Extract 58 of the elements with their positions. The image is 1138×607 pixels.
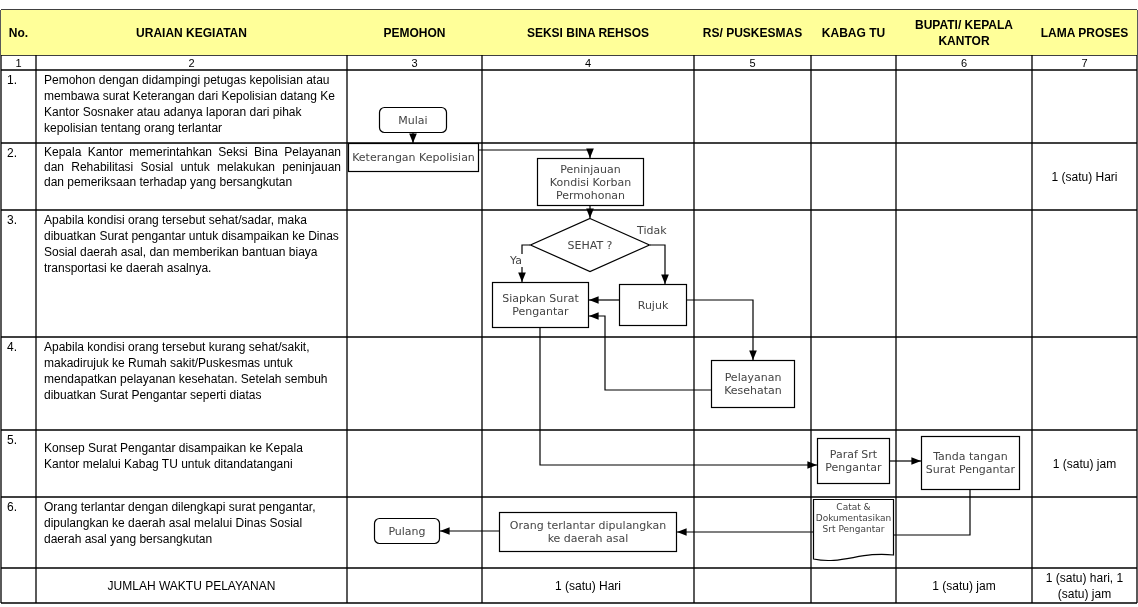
arrow xyxy=(586,205,594,219)
process-box: Tanda tangan Surat Pengantar xyxy=(921,436,1020,490)
column-number: 7 xyxy=(1080,55,1089,70)
column-number: 6 xyxy=(959,55,969,70)
arrow xyxy=(889,457,922,465)
column-number: 3 xyxy=(410,55,419,70)
step-number: 4. xyxy=(6,339,18,356)
column-header: SEKSI BINA REHSOS xyxy=(482,10,694,55)
arrow xyxy=(518,244,531,283)
activity-description: Kepala Kantor memerintahkan Seksi Bina Pelayanan dan Rehabilitasi Sosial untuk melakukan peninjauan dan pemeriksaan terhadap yang bersangkutan xyxy=(43,144,342,191)
column-number: 5 xyxy=(748,55,757,70)
arrow xyxy=(588,312,712,391)
edge-label: Ya xyxy=(509,254,523,267)
arrow xyxy=(649,244,669,285)
duration-text: 1 (satu) hari, 1 (satu) jam xyxy=(1044,569,1125,603)
arrow xyxy=(588,296,620,304)
total-label: JUMLAH WAKTU PELAYANAN xyxy=(106,577,277,595)
activity-description: Pemohon dengan didampingi petugas kepolisian atau membawa surat Keterangan dari Kepolisian datang Ke Kantor Sosnaker atau adanya laporan dari pihak kepolisian tentang orang terlantar xyxy=(43,72,336,137)
arrow xyxy=(686,299,757,361)
column-header: KABAG TU xyxy=(811,10,896,55)
arrow xyxy=(539,327,818,469)
process-box: Peninjauan Kondisi Korban Permohonan xyxy=(537,158,644,206)
process-box: Keterangan Kepolisian xyxy=(348,143,479,172)
edge-label: Tidak xyxy=(636,224,668,237)
arrow xyxy=(439,527,500,535)
duration-text: 1 (satu) Hari xyxy=(554,577,622,595)
column-number: 4 xyxy=(583,55,593,70)
process-box: Paraf Srt Pengantar xyxy=(817,438,890,484)
column-header: No. xyxy=(1,10,36,55)
column-header: PEMOHON xyxy=(347,10,482,55)
arrow xyxy=(478,148,594,159)
column-header: RS/ PUSKESMAS xyxy=(694,10,811,55)
activity-description: Orang terlantar dengan dilengkapi surat pengantar, dipulangkan ke daerah asal melalui Dinas Sosial daerah asal yang bersangkutan xyxy=(43,499,317,548)
column-header: LAMA PROSES xyxy=(1032,10,1137,55)
connector-line xyxy=(893,489,971,536)
step-number: 1. xyxy=(6,72,18,89)
column-header: URAIAN KEGIATAN xyxy=(36,10,347,55)
step-number: 5. xyxy=(6,432,18,449)
activity-description: Apabila kondisi orang tersebut sehat/sadar, maka dibuatkan Surat pengantar untuk disampaikan ke Dinas Sosial daerah asal, dan memberikan bantuan biaya transportasi ke daerah asalnya. xyxy=(43,212,340,277)
duration-text: 1 (satu) jam xyxy=(1051,455,1118,473)
arrow xyxy=(676,528,814,536)
activity-description: Konsep Surat Pengantar disampaikan ke Kepala Kantor melalui Kabag TU untuk ditandatangani xyxy=(43,440,304,473)
column-number: 1 xyxy=(14,55,23,70)
column-number: 2 xyxy=(187,55,196,70)
arrow xyxy=(409,132,417,144)
step-number: 6. xyxy=(6,499,18,516)
duration-text: 1 (satu) Hari xyxy=(1050,168,1119,186)
column-header: BUPATI/ KEPALA KANTOR xyxy=(896,10,1032,55)
step-number: 3. xyxy=(6,212,18,229)
process-box: Pelayanan Kesehatan xyxy=(711,360,795,408)
step-number: 2. xyxy=(6,145,18,162)
process-box: Rujuk xyxy=(619,284,687,326)
terminator-box: Mulai xyxy=(379,107,447,133)
activity-description: Apabila kondisi orang tersebut kurang sehat/sakit, makadirujuk ke Rumah sakit/Puskesmas untuk mendapatkan pelayanan kesehatan. Setelah sembuh dibuatkan Surat Pengantar seperti diatas xyxy=(43,339,329,404)
terminator-box: Pulang xyxy=(374,518,440,544)
process-box: Siapkan Surat Pengantar xyxy=(492,282,589,328)
process-box: Orang terlantar dipulangkan ke daerah asal xyxy=(499,512,677,552)
duration-text: 1 (satu) jam xyxy=(931,577,997,595)
